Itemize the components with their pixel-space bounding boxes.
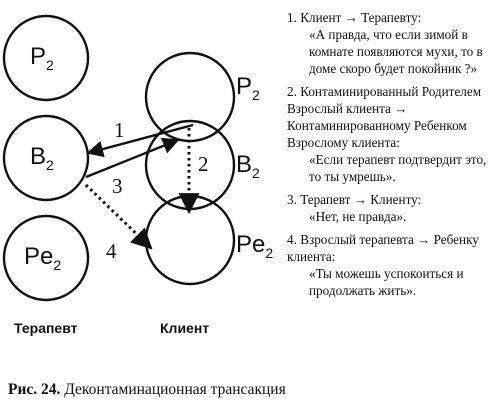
therapist-parent-label: P2 — [30, 43, 54, 73]
transaction-3-head: 3. Терапевт → Клиенту: — [287, 192, 422, 207]
caption-prefix: Рис. 24. — [8, 381, 61, 398]
therapist-adult-label: B2 — [30, 143, 54, 173]
arrow-number-4: 4 — [106, 239, 117, 263]
transaction-2-head: 2. Контаминированный Родителем Взрослый … — [287, 84, 482, 150]
client-adult-label: B2 — [236, 151, 260, 181]
client-column-label: Клиент — [160, 320, 209, 336]
therapist-child-circle — [2, 214, 90, 302]
therapist-child-label: Pe2 — [24, 243, 61, 273]
arrow-3 — [85, 137, 180, 179]
client-child-label: Pe2 — [236, 231, 273, 261]
arrow-1 — [86, 123, 194, 158]
caption-text: Деконтаминационная трансакция — [64, 381, 286, 398]
transaction-4-head: 4. Взрослый терапевта → Ребен­ку клиента… — [287, 232, 479, 264]
transaction-3-quote: «Нет, не правда». — [309, 209, 407, 224]
client-parent-label: P2 — [236, 73, 260, 103]
arrow-number-3: 3 — [112, 174, 123, 198]
client-parent-circle — [144, 51, 236, 143]
transaction-4-quote: «Ты можешь успокоиться и продолжать жить… — [309, 266, 464, 298]
arrow-number-1: 1 — [114, 118, 125, 142]
transaction-1-quote: «А правда, что если зимой в комнате появ… — [309, 27, 483, 76]
figure-caption: Рис. 24. Деконтаминационная трансакция — [8, 381, 286, 399]
therapist-column-label: Терапевт — [14, 320, 78, 336]
transaction-2-quote: «Если терапевт подтвердит это, то ты умр… — [309, 152, 487, 184]
arrow-number-2: 2 — [198, 152, 209, 176]
transaction-list: 1. Клиент → Терапевту: «А правда, что ес… — [287, 9, 487, 305]
therapist-parent-circle — [2, 14, 90, 102]
therapist-adult-circle — [2, 114, 90, 202]
transaction-1-head: 1. Клиент → Терапевту: — [287, 10, 422, 25]
